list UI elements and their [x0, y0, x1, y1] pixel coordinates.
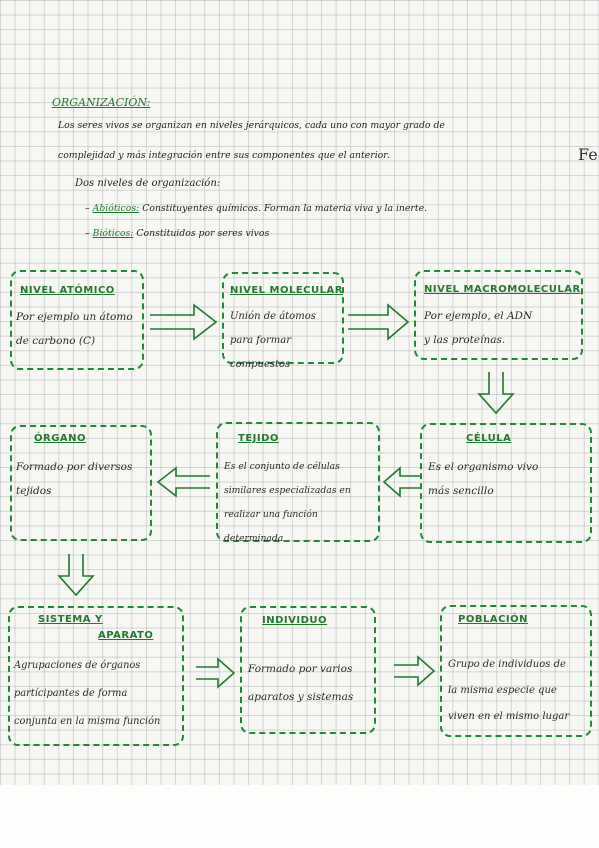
box-text-tejido: Es el conjunto de células similares espe…: [224, 455, 374, 551]
bioticos-line: – Bióticos: Constituidos por seres vivos: [85, 228, 270, 239]
box-title-tejido: TEJIDO: [238, 433, 279, 444]
box-title-molecular: NIVEL MOLECULAR: [230, 285, 343, 296]
organo-line-1: Formado por diversos: [16, 461, 133, 473]
sistema-line-3: conjunta en la misma función: [14, 716, 161, 727]
individuo-line-2: aparatos y sistemas: [248, 691, 354, 703]
box-text-individuo: Formado por varios aparatos y sistemas: [248, 655, 370, 711]
molecular-line-1: Unión de átomos: [230, 311, 316, 322]
box-text-macromolecular: Por ejemplo, el ADN y las proteínas.: [424, 304, 574, 352]
page-margin: [0, 785, 599, 848]
celula-line-2: más sencillo: [428, 485, 494, 497]
bioticos-label: Bióticos:: [92, 228, 134, 239]
box-title-aparato: APARATO: [98, 630, 154, 641]
box-title-sistema: SISTEMA Y: [38, 614, 103, 625]
box-celula: [420, 423, 592, 543]
atomico-line-2: de carbono (C): [16, 335, 96, 347]
tejido-line-3: realizar una función determinada: [224, 509, 318, 544]
arrow-right-icon: [150, 303, 218, 341]
box-title-individuo: INDIVIDUO: [262, 615, 327, 626]
box-title-macromolecular: NIVEL MACROMOLECULAR: [424, 284, 581, 295]
abioticos-text: Constituyentes químicos. Forman la mater…: [142, 203, 428, 214]
box-organo: [10, 425, 152, 541]
box-text-molecular: Unión de átomos para formar compuestos: [230, 305, 340, 377]
arrow-right-icon: [196, 657, 236, 689]
poblacion-line-1: Grupo de individuos de: [448, 659, 566, 670]
abioticos-line: – Abióticos: Constituyentes químicos. Fo…: [85, 203, 428, 214]
individuo-line-1: Formado por varios: [248, 663, 353, 675]
macromolecular-line-2: y las proteínas.: [424, 334, 506, 346]
box-tejido: [216, 422, 380, 542]
poblacion-line-2: la misma especie que: [448, 685, 557, 696]
arrow-right-icon: [394, 655, 436, 687]
poblacion-line-3: viven en el mismo lugar: [448, 711, 570, 722]
box-nivel-macromolecular: [414, 270, 583, 360]
box-text-atomico: Por ejemplo un átomo de carbono (C): [16, 305, 141, 353]
box-title-celula: CÉLULA: [466, 433, 512, 444]
celula-line-1: Es el organismo vivo: [428, 461, 539, 473]
arrow-down-icon: [477, 372, 515, 415]
box-text-organo: Formado por diversos tejidos: [16, 455, 144, 503]
section-title: ORGANIZACIÓN:: [52, 96, 151, 109]
molecular-line-2: para formar compuestos: [230, 335, 292, 370]
box-text-celula: Es el organismo vivo más sencillo: [428, 455, 578, 503]
intro-line-3: Dos niveles de organización:: [75, 178, 221, 189]
box-sistema-aparato: [8, 606, 184, 746]
intro-line-2: complejidad y más integración entre sus …: [58, 150, 390, 161]
box-text-sistema: Agrupaciones de órganos partícipantes de…: [14, 652, 182, 736]
box-nivel-atomico: [10, 270, 144, 370]
box-text-poblacion: Grupo de individuos de la misma especie …: [448, 652, 588, 730]
box-title-organo: ÓRGANO: [34, 433, 87, 444]
arrow-right-icon: [348, 303, 410, 341]
sistema-line-2: partícipantes de forma: [14, 688, 128, 699]
tejido-line-2: similares especializadas en: [224, 485, 351, 496]
box-poblacion: [440, 605, 592, 737]
arrow-left-icon: [382, 466, 420, 498]
margin-mark: Fe: [578, 145, 598, 164]
intro-line-1: Los seres vivos se organizan en niveles …: [58, 120, 445, 131]
box-nivel-molecular: [222, 272, 344, 364]
sistema-line-1: Agrupaciones de órganos: [14, 660, 141, 671]
arrow-left-icon: [156, 466, 210, 498]
abioticos-label: Abióticos:: [92, 203, 140, 214]
organo-line-2: tejidos: [16, 485, 52, 497]
atomico-line-1: Por ejemplo un átomo: [16, 311, 133, 323]
tejido-line-1: Es el conjunto de células: [224, 461, 340, 472]
arrow-down-icon: [57, 554, 95, 597]
box-individuo: [240, 606, 376, 734]
macromolecular-line-1: Por ejemplo, el ADN: [424, 310, 533, 322]
bioticos-text: Constituidos por seres vivos: [136, 228, 270, 239]
box-title-poblacion: POBLACIÓN: [458, 614, 528, 625]
box-title-atomico: NIVEL ATÓMICO: [20, 285, 115, 296]
